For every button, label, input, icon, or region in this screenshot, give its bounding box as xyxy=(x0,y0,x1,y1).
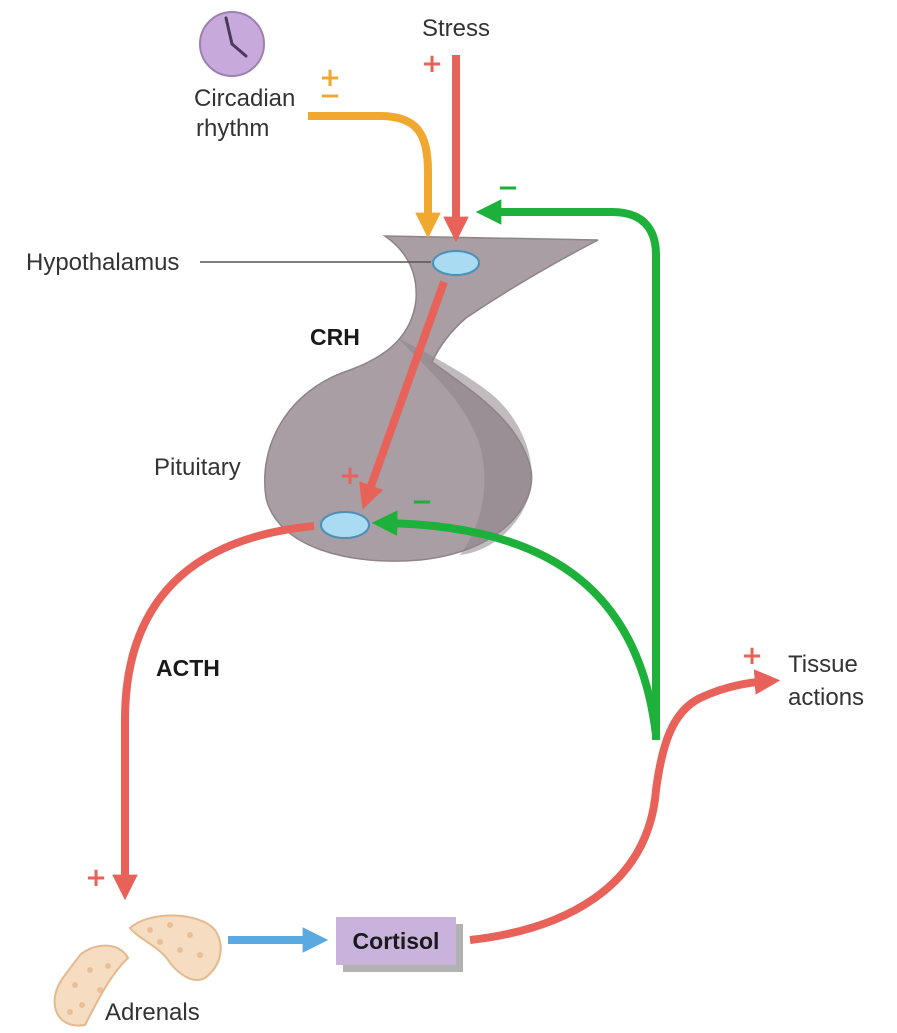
hypothalamus-cell xyxy=(433,251,479,275)
cortisol-label: Cortisol xyxy=(353,928,440,954)
clock-icon xyxy=(200,12,264,76)
cortisol-box: Cortisol xyxy=(336,917,463,972)
crh-label: CRH xyxy=(310,324,360,350)
cortisol-to-tissue-arrow xyxy=(470,681,770,940)
stress-plus-sign: + xyxy=(421,49,443,79)
acth-label: ACTH xyxy=(156,655,220,681)
hypothalamus-label: Hypothalamus xyxy=(26,249,179,276)
pituitary-label: Pituitary xyxy=(154,454,241,481)
tissue-label-line2: actions xyxy=(788,684,864,711)
pituitary-plus-sign: + xyxy=(339,461,361,491)
adrenals-label: Adrenals xyxy=(105,999,200,1026)
circadian-label-line1: Circadian xyxy=(194,85,295,112)
tissue-plus-sign: + xyxy=(741,641,763,671)
acth-arrow xyxy=(125,526,314,890)
pituitary-cell xyxy=(321,512,369,538)
circadian-label-line2: rhythm xyxy=(196,115,269,142)
hypothalamus-feedback-sign: − xyxy=(497,173,519,203)
circadian-minus-sign: − xyxy=(319,81,341,111)
stress-label: Stress xyxy=(422,15,490,42)
adrenals-plus-sign: + xyxy=(85,863,107,893)
tissue-label-line1: Tissue xyxy=(788,651,858,678)
circadian-arrow xyxy=(308,116,428,228)
pituitary-feedback-sign: − xyxy=(411,487,433,517)
